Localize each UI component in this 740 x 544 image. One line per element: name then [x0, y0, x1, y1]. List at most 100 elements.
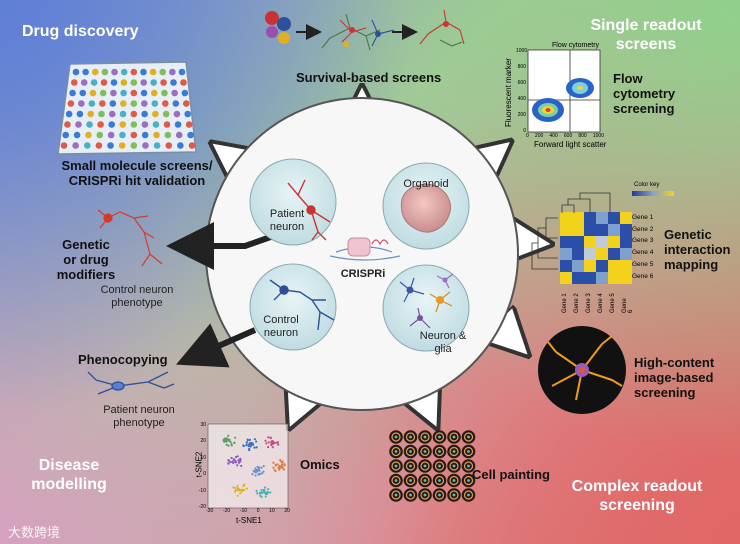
heatmap-cell [596, 272, 608, 284]
plate-well [130, 89, 138, 97]
plate-well [119, 131, 126, 139]
heatmap-cell [560, 236, 572, 248]
tsne-point [260, 472, 264, 475]
patient-neuron-label: Patient neuron [262, 208, 312, 234]
heatmap-cell [584, 236, 596, 248]
plate-well [85, 131, 92, 139]
tsne-point [251, 472, 254, 476]
tsne-point [247, 444, 250, 448]
control-phenotype-line2: phenotype [111, 297, 163, 309]
survival-label: Survival-based screens [296, 70, 442, 85]
tsne-point [282, 468, 285, 471]
plate-well [110, 79, 118, 86]
tsne-point [249, 445, 252, 448]
tsne-point [267, 436, 270, 439]
plate-well [174, 121, 182, 128]
plate-well [100, 79, 108, 86]
tsne-point [242, 444, 245, 447]
plate-well [165, 142, 173, 149]
tsne-point [272, 466, 275, 469]
heatmap-cell [596, 236, 608, 248]
plate-well [175, 131, 183, 139]
plate-well [150, 89, 158, 97]
tsne-point [269, 491, 272, 494]
gene-col-label: Gene 6 [622, 298, 634, 313]
single-readout-line1: Single readout [590, 17, 702, 34]
flow-ytick: 0 [523, 128, 526, 134]
control-phenotype-line1: Control neuron [100, 284, 174, 296]
tsne-point [256, 492, 259, 495]
tsne-point [246, 438, 249, 441]
plate-well [91, 68, 99, 76]
heatmap-cell [572, 248, 584, 260]
plate-well [111, 68, 118, 76]
plate-well [72, 142, 79, 149]
tsne-point [258, 492, 261, 495]
tsne-point [248, 448, 251, 452]
patient-phenotype-label: Patient neuron phenotype [94, 404, 184, 430]
tsne-point [245, 443, 248, 446]
plate-well [152, 110, 159, 118]
tsne-xtick: 10 [269, 508, 275, 514]
tsne-point [278, 468, 281, 471]
heatmap-cell [560, 212, 572, 224]
phenocopying-label: Phenocopying [78, 352, 168, 367]
flow-xtick: 200 [534, 133, 544, 139]
plate-well [140, 68, 147, 76]
tsne-point [278, 466, 282, 469]
tsne-ytick: 20 [200, 438, 206, 445]
plate-well [119, 110, 127, 118]
plate-well [120, 79, 128, 86]
tsne-point [227, 434, 230, 437]
plate-well [141, 121, 149, 128]
tsne-point [283, 463, 286, 467]
tsne-point [258, 469, 261, 472]
flow-xtick: 1000 [592, 133, 604, 139]
gene-row-label: Gene 1 [632, 214, 654, 221]
heatmap-cell [608, 224, 620, 236]
tsne-point [242, 484, 245, 488]
tsne-xtick: 0 [256, 508, 260, 514]
flow-xtick: 0 [526, 133, 529, 139]
genetic-modifiers-line1: Genetic [62, 237, 110, 252]
patient-phenotype-line2: phenotype [113, 417, 165, 429]
tsne-point [253, 446, 256, 449]
patient-phenotype-line1: Patient neuron [103, 404, 175, 416]
tsne-point [254, 474, 257, 477]
control-neuron-line1: Control [263, 314, 299, 326]
gene-col-label: Gene 1 [562, 293, 568, 313]
plate-well [150, 79, 157, 86]
gene-col-label: Gene 4 [598, 293, 604, 313]
heatmap-cell [584, 224, 596, 236]
flow-ytick: 1000 [516, 48, 528, 54]
flow-ytick: 400 [517, 96, 526, 102]
plate-well [162, 110, 170, 118]
plate-well [153, 131, 160, 139]
tsne-point [274, 464, 277, 467]
tsne-point [248, 438, 252, 442]
tsne-point [273, 441, 276, 444]
tsne-point [232, 486, 235, 489]
plate-well [185, 121, 193, 128]
flow-xtick: 800 [578, 133, 587, 139]
heatmap-cell [572, 224, 584, 236]
heatmap [531, 191, 674, 284]
genetic-modifiers-line3: modifiers [56, 267, 116, 282]
flow-line1: Flow [613, 71, 643, 86]
watermark-logo: 大数跨境 [8, 525, 61, 540]
heatmap-gene-col-labels: Gene 1 Gene 2 Gene 3 Gene 4 Gene 5 Gene … [560, 285, 634, 315]
high-content-line1: High-content [634, 355, 715, 370]
plate-well [72, 68, 80, 76]
heatmap-cell [584, 212, 596, 224]
tsne-ytick: 10 [200, 454, 206, 461]
flow-xtick: 600 [563, 133, 573, 139]
tsne-point [276, 463, 279, 466]
tsne-point [265, 442, 268, 445]
plate-well [119, 121, 127, 128]
genetic-modifiers-label: Genetic or drug modifiers [54, 237, 118, 282]
flow-line3: screening [613, 101, 675, 116]
tsne-point [255, 446, 258, 449]
tsne-xtick: -30 [206, 508, 214, 514]
tsne-point [255, 440, 258, 443]
tsne-point [271, 446, 274, 449]
